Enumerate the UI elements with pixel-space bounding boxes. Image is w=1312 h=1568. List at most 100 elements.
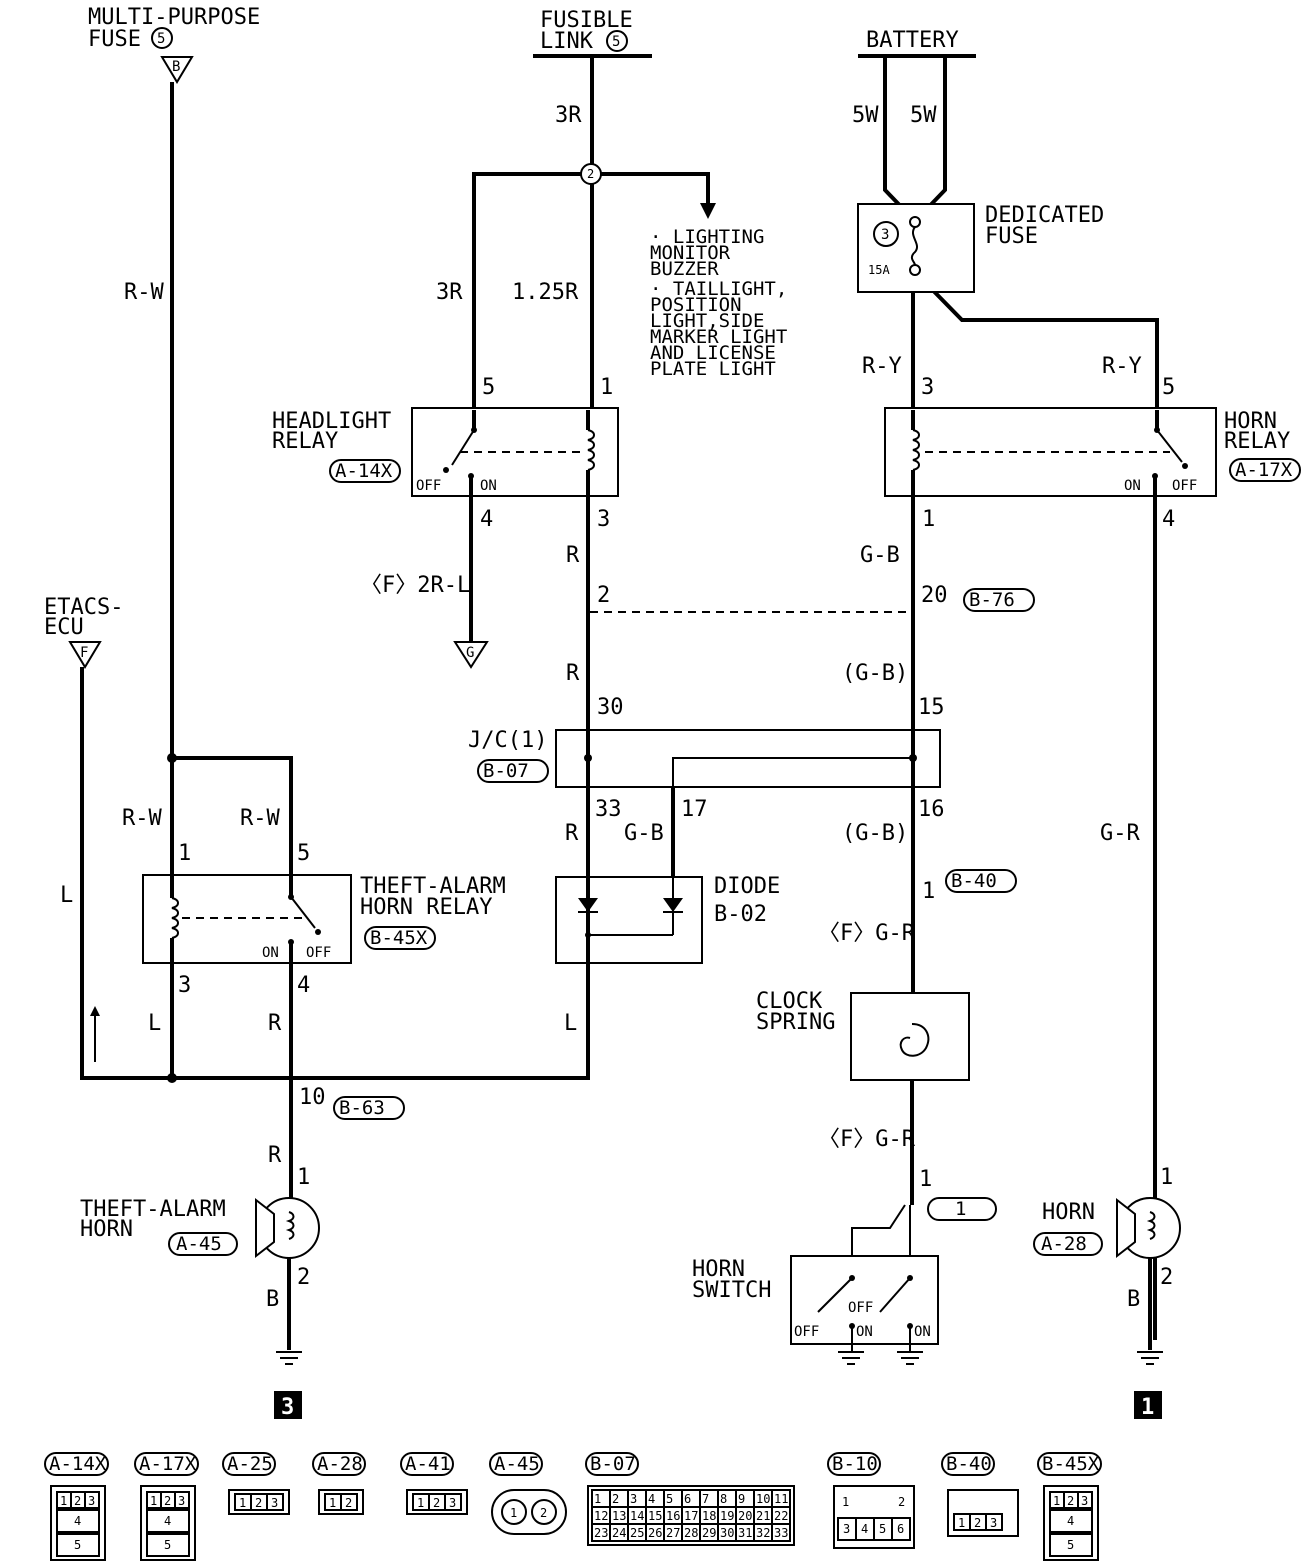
etacs-conn-letter: F: [80, 645, 88, 661]
wire-label: G-R: [1100, 821, 1140, 846]
multi-purpose-fuse-label-2: FUSE: [88, 27, 141, 52]
connector-pin: 33: [774, 1526, 788, 1540]
connector-pin: 1: [417, 1496, 424, 1510]
wire-label: R: [566, 661, 580, 686]
connector-pin-cell: [340, 1493, 358, 1511]
pin-number: 5: [297, 841, 310, 866]
headlight-relay: OFF ON HEADLIGHT RELAY A-14X: [272, 407, 619, 497]
theft-relay-box: [142, 874, 352, 964]
etacs-label-2: ECU: [44, 615, 84, 640]
horn-relay-label-1: HORN: [1224, 409, 1277, 434]
wire-5w-left: [883, 56, 914, 220]
connector-badge: [364, 926, 436, 950]
pin-number: 1: [922, 507, 935, 532]
wire-label: L: [60, 883, 73, 908]
fuse-number-circle: [151, 27, 173, 49]
horn-conn: A-28: [1041, 1233, 1087, 1255]
connector-pin: 5: [164, 1538, 171, 1552]
connector-pin: 1: [510, 1506, 517, 1520]
connector-pin: 18: [702, 1509, 716, 1523]
note-line: · LIGHTING: [650, 226, 764, 248]
fuse-number-circle: [873, 221, 899, 247]
connector-pin: 32: [756, 1526, 770, 1540]
note-line: MARKER LIGHT: [650, 326, 787, 348]
note-line: LIGHT,SIDE: [650, 310, 764, 332]
connector-pin: 29: [702, 1526, 716, 1540]
arrow-to-lighting: [700, 203, 716, 219]
connector-triangle-b: [160, 56, 194, 84]
pin-number: 17: [681, 797, 708, 822]
relay-coil: [171, 897, 179, 939]
switch-arm: [817, 1277, 853, 1313]
note-line: · TAILLIGHT,: [650, 278, 787, 300]
pin-number: 16: [918, 797, 945, 822]
connector-pin-cell: [56, 1533, 100, 1557]
connector-pin: 23: [594, 1526, 608, 1540]
connector-pin: 3: [630, 1492, 637, 1506]
connector-triangle-g: [453, 641, 489, 669]
dedicated-fuse-rating: 15A: [868, 263, 890, 277]
fuse-element: [910, 226, 918, 266]
legend-code-badge: [222, 1452, 276, 1476]
horn-label: HORN: [1042, 1200, 1095, 1225]
legend-code-badge: [489, 1452, 543, 1476]
pin-number: 2: [297, 1265, 310, 1290]
connector-pin: 4: [1067, 1514, 1074, 1528]
inline-connectors: B-76 B-63 B-40: [333, 588, 1035, 1120]
connector-pin: 5: [1067, 1538, 1074, 1552]
fusible-link-label-1: FUSIBLE: [540, 8, 633, 33]
connector-pin-cell: [174, 1491, 190, 1509]
connector-pin-cell: [531, 1499, 557, 1525]
relay-off-label: OFF: [306, 945, 331, 961]
connector-pin: 1: [842, 1495, 849, 1509]
pin-number: 2: [597, 583, 610, 608]
pin-number: 1: [922, 879, 935, 904]
legend-code: B-07: [590, 1453, 636, 1475]
ground-icon: [897, 1351, 923, 1365]
theft-relay-label-1: THEFT-ALARM: [360, 874, 506, 899]
junction-dot: [584, 754, 592, 762]
legend-code: A-17X: [139, 1453, 197, 1475]
relay-switch-arm: [290, 896, 316, 929]
connector-pin: 26: [648, 1526, 662, 1540]
diode-part: B-02: [714, 902, 767, 927]
headlight-relay-box: [411, 407, 619, 497]
wire-horn-switch-left: [851, 1204, 906, 1280]
wire-label: (G-B): [842, 821, 908, 846]
connector-triangle-f: [68, 641, 102, 669]
multi-purpose-fuse-label-1: MULTI-PURPOSE: [88, 5, 260, 30]
wire-label: R-Y: [862, 354, 902, 379]
theft-horn-label-2: HORN: [80, 1217, 133, 1242]
pin-number: 4: [1162, 507, 1175, 532]
connector-badge: [1033, 1232, 1103, 1256]
connector-pin-cell: [891, 1517, 911, 1541]
connector-pin: 2: [433, 1496, 440, 1510]
wire-label: 1.25R: [512, 280, 579, 305]
wire-label: R-W: [240, 806, 280, 831]
legend-code: A-25: [227, 1453, 273, 1475]
connector-pin: 10: [756, 1492, 770, 1506]
connector-pin: 19: [720, 1509, 734, 1523]
legend-code: A-45: [494, 1453, 540, 1475]
horn: HORN A-28: [1033, 1196, 1181, 1260]
legend-code: A-14X: [49, 1453, 107, 1475]
connector-pin: 1: [958, 1516, 965, 1530]
pin-number: 1: [178, 841, 191, 866]
connector-pin: 3: [178, 1494, 185, 1508]
connector-pin: 2: [898, 1495, 905, 1509]
wire-label: L: [148, 1011, 161, 1036]
splice-number: 2: [587, 167, 594, 181]
connector-pin: 16: [666, 1509, 680, 1523]
connector-pin: 3: [449, 1496, 456, 1510]
connector-badge: [333, 1096, 405, 1120]
ground-number: 3: [281, 1395, 294, 1420]
wire-labels: R-W 3R 3R 1.25R 5W 5W R-Y R-Y 〈F〉2R-L R …: [60, 103, 1142, 1312]
connector-pin: 2: [540, 1506, 547, 1520]
connector-pin: 3: [990, 1516, 997, 1530]
dedicated-fuse-label-2: FUSE: [985, 224, 1038, 249]
pin-number: 33: [595, 797, 622, 822]
connector-pin: 6: [897, 1522, 904, 1536]
connector-badge: [963, 588, 1035, 612]
wire-label: 3R: [555, 103, 582, 128]
